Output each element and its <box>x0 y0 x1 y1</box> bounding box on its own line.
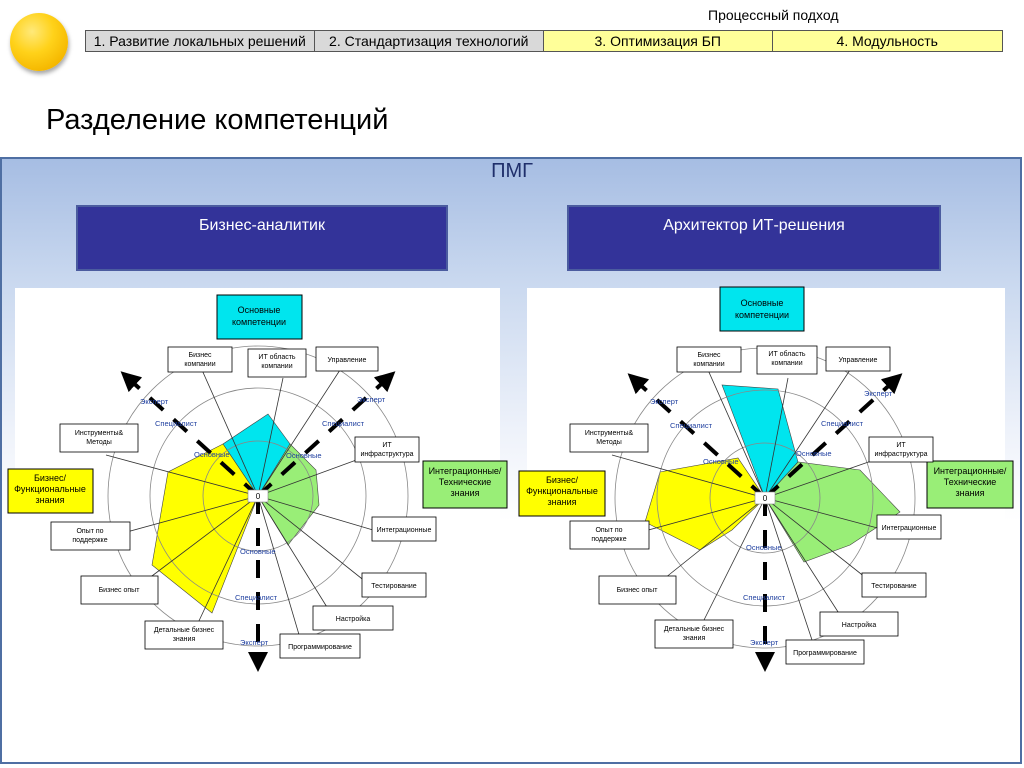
level-core-left-1: Основные <box>194 450 230 459</box>
logo-circle <box>10 13 68 71</box>
zero-label-right: 0 <box>763 494 768 503</box>
role-it-architect: Архитектор ИТ-решения <box>567 205 941 271</box>
axis-label-right-programming: Программирование <box>793 650 857 657</box>
business-area-left <box>151 443 259 614</box>
axis-label-left-programming: Программирование <box>288 644 352 651</box>
zero-label-left: 0 <box>256 492 261 501</box>
axis-label-left-tools: Инструменты&Методы <box>75 430 124 446</box>
level-specialist-right-3: Специалист <box>743 593 786 602</box>
level-expert-right-1: Эксперт <box>650 397 679 406</box>
level-expert-right-3: Эксперт <box>750 638 779 647</box>
step-2[interactable]: 2. Стандартизация технологий <box>314 31 544 51</box>
axis-label-left-integration: Интеграционные <box>377 527 432 534</box>
level-specialist-left-1: Специалист <box>155 419 198 428</box>
level-core-right-2: Основные <box>796 449 832 458</box>
process-label: Процессный подход <box>708 7 839 23</box>
axis-label-left-management: Управление <box>328 357 367 364</box>
axis-label-right-config: Настройка <box>842 621 877 629</box>
role-business-analyst: Бизнес-аналитик <box>76 205 448 271</box>
radar-left: Эксперт Специалист Основные Эксперт Спец… <box>7 294 508 672</box>
level-specialist-right-2: Специалист <box>821 419 864 428</box>
business-area-right <box>644 457 766 551</box>
axis-label-left-business-experience: Бизнес опыт <box>99 587 141 594</box>
level-core-right-3: Основные <box>746 543 782 552</box>
axis-label-right-management: Управление <box>839 357 878 364</box>
step-1[interactable]: 1. Развитие локальных решений <box>86 31 315 51</box>
level-expert-left-3: Эксперт <box>240 638 269 647</box>
integration-area-right <box>764 461 901 563</box>
process-steps: 1. Развитие локальных решений 2. Стандар… <box>85 30 1003 52</box>
axis-label-right-tools: Инструменты&Методы <box>585 430 634 446</box>
page-title: Разделение компетенций <box>46 104 389 136</box>
level-specialist-right-1: Специалист <box>670 421 713 430</box>
level-expert-left-2: Эксперт <box>357 395 386 404</box>
level-specialist-left-2: Специалист <box>322 419 365 428</box>
level-core-right-1: Основные <box>703 457 739 466</box>
axis-label-left-config: Настройка <box>336 615 371 623</box>
level-specialist-left-3: Специалист <box>235 593 278 602</box>
axis-label-left-testing: Тестирование <box>371 583 416 590</box>
axis-label-right-testing: Тестирование <box>871 583 916 590</box>
radar-right: Эксперт Специалист Основные Эксперт Спец… <box>518 286 1014 672</box>
panel-title: ПМГ <box>491 160 533 182</box>
level-core-left-2: Основные <box>286 451 322 460</box>
level-expert-right-2: Эксперт <box>864 389 893 398</box>
axis-label-right-business-experience: Бизнес опыт <box>617 587 659 594</box>
step-3[interactable]: 3. Оптимизация БП <box>544 31 773 51</box>
level-expert-left-1: Эксперт <box>140 397 169 406</box>
axis-label-right-integration: Интеграционные <box>882 525 937 532</box>
step-4[interactable]: 4. Модульность <box>772 31 1002 51</box>
level-core-left-3: Основные <box>240 547 276 556</box>
